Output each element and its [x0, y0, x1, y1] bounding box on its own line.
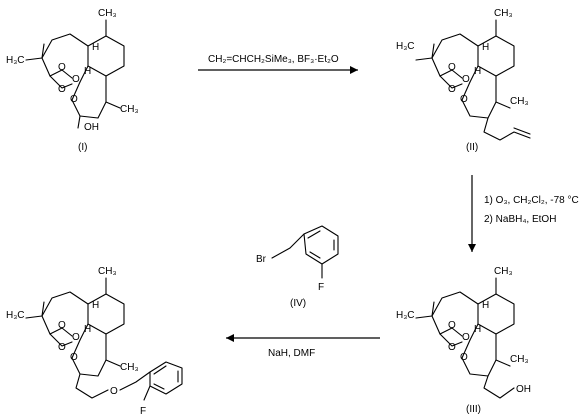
c5-o1-label: O — [58, 320, 66, 331]
c1-o1-label: O — [58, 62, 66, 73]
c1-methyl-b-label: CH₃ — [120, 104, 139, 115]
arrow-step-3 — [226, 334, 380, 342]
step2-line2: 2) NaBH₄, EtOH — [484, 214, 556, 225]
arrow-step-2 — [468, 175, 476, 252]
c1-h2-label: H — [84, 66, 91, 77]
c2-h3c-label: H₃C — [396, 41, 415, 52]
compound-ii — [415, 19, 531, 141]
c3-methyl-b-label: CH₃ — [510, 354, 529, 365]
arrow-step-1 — [198, 66, 358, 74]
c2-methyl-a-label: CH₃ — [494, 8, 513, 19]
c2-o1-label: O — [448, 62, 456, 73]
c3-o4-label: O — [460, 352, 468, 363]
step1-reagents: CH₂=CHCH₂SiMe₃, BF₃·Et₂O — [208, 54, 339, 65]
c1-hydroxy-label: OH — [84, 122, 99, 133]
c5-methyl-b-label: CH₃ — [120, 362, 139, 373]
c5-o3-label: O — [72, 332, 80, 343]
step2-line1: 1) O₃, CH₂Cl₂, -78 °C — [484, 195, 579, 206]
compound-v — [25, 277, 183, 401]
compound-iii — [415, 277, 515, 399]
c2-h2-label: H — [474, 66, 481, 77]
c5-o2-label: O — [58, 342, 66, 353]
c5-methyl-a-label: CH₃ — [98, 266, 117, 277]
c5-h3c-label: H₃C — [6, 310, 25, 321]
c3-o1-label: O — [448, 320, 456, 331]
c5-h1-label: H — [92, 300, 99, 311]
step3-reagents: NaH, DMF — [268, 348, 315, 359]
c3-h1-label: H — [482, 300, 489, 311]
c2-o4-label: O — [460, 94, 468, 105]
c3-o3-label: O — [462, 332, 470, 343]
c5-o4-label: O — [70, 352, 78, 363]
c3-h2-label: H — [474, 324, 481, 335]
c3-o2-label: O — [448, 342, 456, 353]
c3-methyl-a-label: CH₃ — [494, 266, 513, 277]
c1-methyl-a-label: CH₃ — [98, 8, 117, 19]
c3-h3c-label: H₃C — [396, 310, 415, 321]
c2-h1-label: H — [482, 42, 489, 53]
c2-methyl-b-label: CH₃ — [510, 96, 529, 107]
c5-ether-o-label: O — [110, 386, 118, 397]
c3-hydroxy-label: OH — [516, 384, 531, 395]
c2-o3-label: O — [462, 74, 470, 85]
c4-compound-label: (IV) — [290, 298, 306, 309]
c4-f-label: F — [318, 282, 324, 293]
c1-h1-label: H — [92, 42, 99, 53]
c5-f-label: F — [140, 406, 146, 417]
compound-iv — [271, 225, 339, 279]
c1-o3-label: O — [72, 74, 80, 85]
compound-i — [25, 19, 125, 129]
c4-br-label: Br — [256, 254, 267, 265]
c1-o2-label: O — [58, 84, 66, 95]
c2-o2-label: O — [448, 84, 456, 95]
c3-compound-label: (III) — [466, 404, 481, 415]
c1-o4-label: O — [70, 94, 78, 105]
c5-h2-label: H — [84, 324, 91, 335]
c2-compound-label: (II) — [466, 142, 478, 153]
c1-compound-label: (I) — [78, 142, 87, 153]
c1-h3c-label: H₃C — [6, 55, 25, 66]
